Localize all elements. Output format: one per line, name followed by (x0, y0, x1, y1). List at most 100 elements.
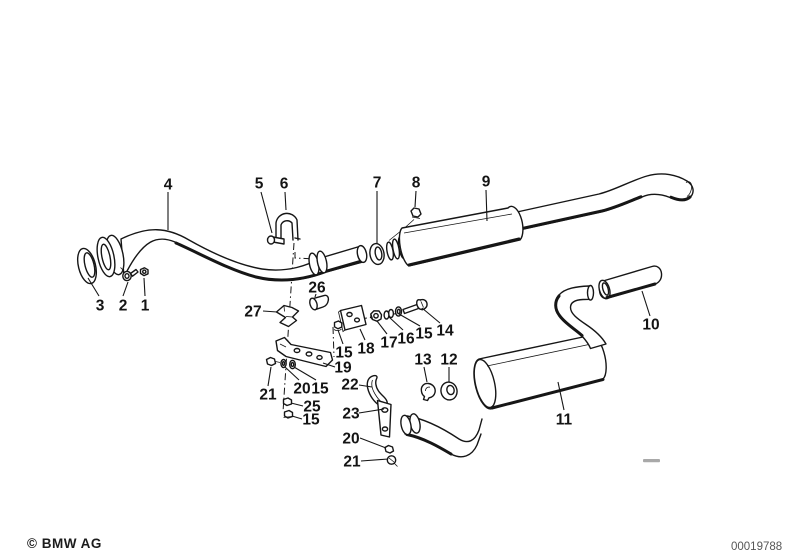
part-label-2: 2 (119, 298, 128, 315)
nut (139, 267, 149, 277)
slip-joint-ring (316, 250, 328, 274)
bolt-head (122, 270, 132, 282)
part-leader-18 (359, 328, 366, 341)
small-clamp (420, 382, 436, 402)
front-flange (76, 234, 125, 285)
part-label-4: 4 (164, 177, 173, 194)
gasket-ring (369, 242, 385, 266)
part-label-20: 20 (342, 431, 359, 448)
part-leader-22 (358, 384, 373, 388)
part-leader-13 (423, 366, 428, 383)
nut (384, 444, 395, 454)
part-leader-17 (376, 320, 388, 335)
rubber-grommet (440, 381, 458, 401)
part-label-26: 26 (308, 280, 326, 297)
part-label-20: 20 (293, 381, 310, 398)
part-label-3: 3 (96, 298, 105, 315)
pipe-open-end (356, 244, 368, 264)
bracket-fasteners-row (265, 356, 297, 370)
lower-nuts (282, 397, 294, 419)
middle-muffler (385, 205, 524, 267)
part-label-5: 5 (255, 176, 264, 193)
part-leader-5 (260, 191, 273, 234)
part-label-9: 9 (482, 174, 491, 191)
part-label-21: 21 (259, 387, 277, 404)
part-leader-20 (359, 437, 387, 449)
nut (282, 397, 293, 407)
copyright-notice: © BMW AG (27, 536, 102, 551)
pipe-open-end (586, 284, 595, 301)
flange-fasteners (120, 267, 149, 282)
reference-dash-mark (643, 459, 660, 463)
washer (280, 358, 287, 369)
part-label-15: 15 (335, 345, 353, 362)
part-label-22: 22 (341, 377, 358, 394)
part-label-8: 8 (412, 175, 421, 192)
part-label-25: 25 (303, 399, 321, 416)
spacer-tube (309, 294, 330, 311)
document-number: 00019788 (731, 541, 783, 553)
part-label-7: 7 (373, 175, 382, 192)
rear-muffler-inlet-pipe (400, 413, 483, 458)
support-bracket (275, 336, 334, 368)
part-leader-15 (398, 313, 421, 327)
hook-clamp (275, 304, 300, 328)
part-leader-8 (414, 190, 417, 208)
part-label-21: 21 (343, 454, 361, 471)
part-label-11: 11 (556, 412, 573, 429)
part-leader-14 (421, 307, 441, 324)
part-leader-9 (485, 189, 488, 222)
tail-pipe (598, 265, 663, 300)
part-label-23: 23 (342, 406, 360, 423)
bolt-assembly-row (370, 298, 428, 322)
rear-muffler (473, 334, 607, 410)
part-label-17: 17 (380, 335, 397, 352)
part-label-6: 6 (280, 176, 289, 193)
part-label-15: 15 (311, 381, 329, 398)
part-label-15: 15 (302, 412, 320, 429)
part-leader-15 (291, 415, 303, 420)
part-leader-19 (322, 362, 336, 368)
bolt-shaft (402, 303, 420, 315)
front-pipe (120, 229, 368, 282)
part-label-27: 27 (244, 304, 261, 321)
part-leader-16 (388, 316, 404, 331)
part-leader-10 (641, 290, 651, 317)
part-label-15: 15 (415, 326, 433, 343)
part-leader-15 (337, 329, 344, 345)
part-leader-15 (293, 366, 317, 381)
part-label-12: 12 (440, 352, 457, 369)
part-label-1: 1 (141, 298, 150, 315)
hanger-bracket (376, 399, 392, 438)
part-label-14: 14 (436, 323, 454, 340)
bolt-head (265, 356, 277, 367)
nut (333, 320, 343, 330)
part-label-19: 19 (334, 360, 352, 377)
part-leader-21 (267, 366, 272, 387)
rear-muffler-outlet-pipe (554, 284, 607, 350)
part-label-16: 16 (397, 331, 415, 348)
washer (289, 359, 297, 370)
part-leader-27 (262, 310, 278, 313)
part-leader-11 (557, 381, 565, 411)
part-label-10: 10 (642, 317, 659, 334)
part-label-18: 18 (357, 341, 375, 358)
part-leader-20 (284, 366, 300, 381)
part-leader-23 (358, 408, 385, 414)
part-leader-1 (143, 277, 146, 297)
clamp-bolt (266, 235, 276, 245)
hanger-fasteners (384, 444, 398, 467)
part-leader-26 (314, 293, 317, 298)
part-leader-3 (87, 277, 100, 297)
nut (370, 310, 383, 322)
part-leader-6 (284, 191, 287, 211)
part-label-13: 13 (414, 352, 432, 369)
part-leader-21 (360, 458, 389, 462)
part-leader-2 (122, 281, 129, 297)
part-leader-25 (290, 402, 304, 407)
u-bolt-clamp (266, 212, 301, 245)
mounting-plate (333, 304, 367, 333)
